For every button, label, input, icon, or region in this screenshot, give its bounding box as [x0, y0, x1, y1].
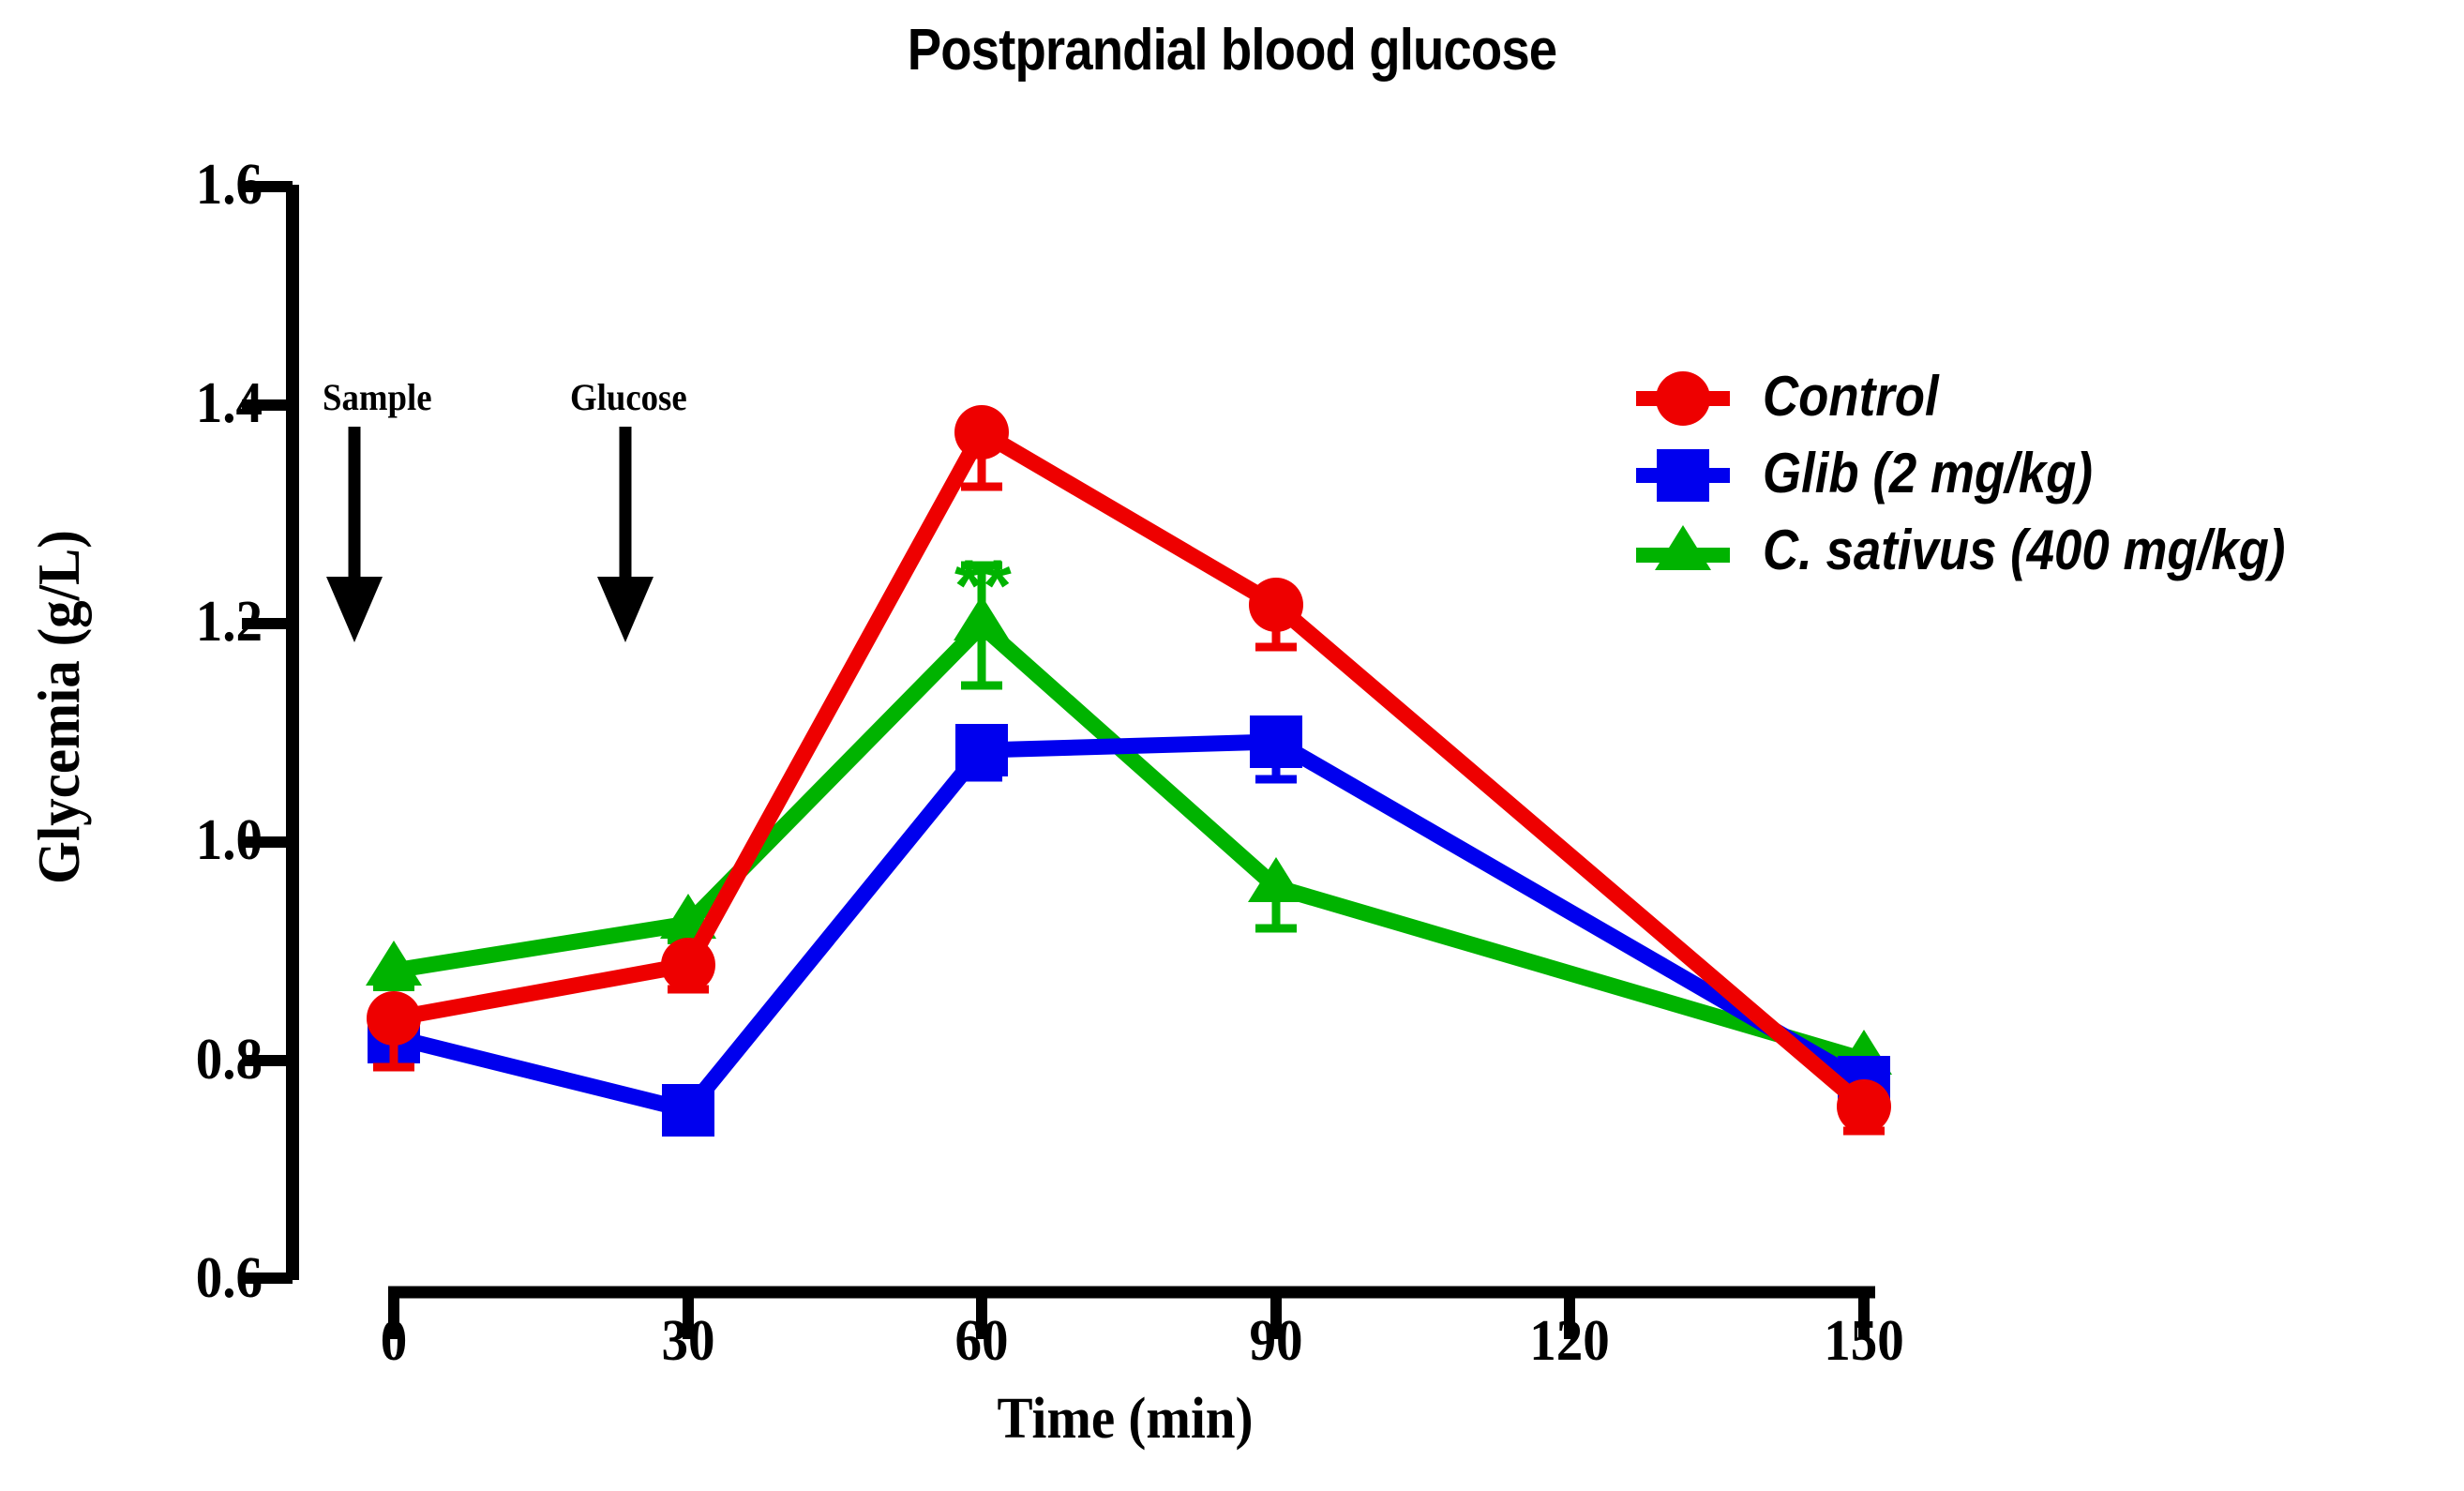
- chart-title: Postprandial blood glucose: [907, 18, 1557, 83]
- x-axis: [388, 1286, 1875, 1339]
- series-line-control: [392, 421, 1870, 1113]
- annotation-label-sample: Sample: [323, 376, 432, 418]
- markers-control: [367, 405, 1891, 1134]
- legend-label-glib: Glib (2 mg/kg): [1763, 442, 2094, 505]
- legend-label-c-sativus: C. sativus (400 mg/kg): [1763, 519, 2286, 581]
- legend-key-glib: [1636, 449, 1730, 502]
- annotation-label-glucose: Glucose: [570, 376, 687, 418]
- x-axis-title: Time (min): [997, 1387, 1254, 1451]
- legend-key-control: [1636, 371, 1730, 426]
- series-line-c-sativus: [392, 614, 1867, 1068]
- y-axis: [242, 181, 299, 1284]
- legend-key-c-sativus: [1636, 525, 1730, 570]
- annotation-arrow-sample: [326, 427, 383, 642]
- error-bars-control: [373, 432, 1885, 1136]
- legend-label-control: Control: [1763, 365, 1939, 428]
- annotation-arrow-glucose: [597, 427, 654, 642]
